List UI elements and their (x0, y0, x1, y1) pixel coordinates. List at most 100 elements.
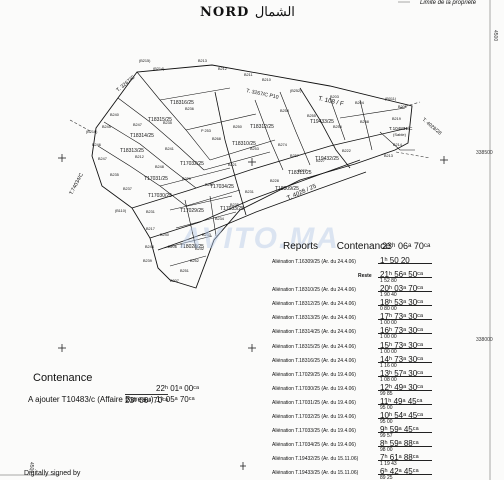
report-row-rule (378, 403, 432, 405)
svg-text:B235: B235 (163, 121, 172, 125)
report-row: Aliénation T.17032/25 (Ar. du 19.4.06)10… (268, 411, 478, 425)
report-row-area: 20ʰ 03ᵃ 70ᶜᵃ (380, 284, 423, 294)
svg-text:T17031/25: T17031/25 (144, 176, 168, 182)
report-row-deduction: 99 85 (380, 390, 393, 397)
svg-text:T. 3267/C: T. 3267/C (115, 75, 136, 94)
boundary-legend: Limite de la propriété (420, 0, 477, 6)
svg-text:(B214): (B214) (153, 67, 165, 71)
svg-text:B210: B210 (262, 78, 271, 82)
svg-text:B239: B239 (143, 259, 152, 263)
svg-text:T17033/25: T17033/25 (220, 206, 244, 212)
report-row-area: 7ʰ 61ᵃ 88ᶜᵃ (380, 453, 419, 463)
report-row-rule (378, 333, 432, 335)
report-row-rule (378, 474, 432, 476)
svg-text:B244: B244 (145, 245, 154, 249)
svg-text:B236: B236 (185, 107, 194, 111)
svg-text:T.74034/C: T.74034/C (68, 172, 85, 196)
report-row-area: 14ʰ 73ᵃ 30ᶜᵃ (380, 354, 423, 364)
report-row-area: 12ʰ 49ᵃ 30ᶜᵃ (380, 382, 423, 392)
report-row-deduction: 99 57 (380, 433, 393, 440)
report-row: Aliénation T.19433/25 (Ar. du 15.11.06)6… (268, 467, 478, 480)
svg-text:B253: B253 (250, 147, 259, 151)
svg-text:B247: B247 (133, 123, 142, 127)
svg-text:(Sable): (Sable) (393, 132, 407, 137)
svg-text:T18028/25: T18028/25 (180, 244, 204, 250)
svg-text:B234: B234 (215, 217, 224, 221)
report-total: 23ʰ 06ᵃ 70ᶜᵃ (382, 241, 431, 251)
svg-text:T18315/25: T18315/25 (148, 117, 172, 123)
svg-text:B255: B255 (307, 114, 316, 118)
report-row-desc: Aliénation T.19433/25 (Ar. du 15.11.06) (272, 470, 359, 477)
svg-text:T18309/25: T18309/25 (275, 186, 299, 192)
contenance-heading: Contenance (336, 241, 391, 252)
svg-text:B213: B213 (384, 154, 393, 158)
report-row-area: 11ʰ 49ᵃ 45ᶜᵃ (380, 396, 423, 406)
report-row: Aliénation T.18312/25 (Ar. du 24.4.06)18… (268, 298, 478, 312)
report-row: Aliénation T.17033/25 (Ar. du 19.4.06)9ʰ… (268, 425, 478, 439)
svg-text:T17032/25: T17032/25 (180, 161, 204, 167)
svg-text:T18312/25: T18312/25 (250, 124, 274, 130)
svg-text:(B215): (B215) (139, 59, 151, 63)
road-lines (131, 87, 409, 251)
report-row: Aliénation T.18315/25 (Ar. du 24.4.06)15… (268, 341, 478, 355)
easting-coord-1: 338500 (476, 150, 493, 156)
svg-text:B217: B217 (146, 227, 155, 231)
report-row-desc: Reste (358, 273, 372, 280)
svg-text:B250: B250 (233, 125, 242, 129)
report-row-desc: Aliénation T.17030/25 (Ar. du 19.4.06) (272, 385, 356, 392)
svg-text:B227: B227 (316, 159, 325, 163)
contenance-line-1-value: 22ʰ 01ᵃ 00ᶜᵃ (156, 384, 199, 393)
report-row-deduction: 1 16 00 (380, 362, 397, 369)
contenance-line-1: 22ʰ 01ᵃ 00ᶜᵃ (28, 384, 238, 395)
svg-text:T19432/25: T19432/25 (315, 156, 339, 162)
svg-text:B201: B201 (398, 105, 407, 109)
report-row-deduction: 1 90 40 (380, 292, 397, 299)
svg-text:B204: B204 (355, 101, 364, 105)
svg-text:B228: B228 (270, 179, 279, 183)
easting-coord-2: 338000 (476, 337, 493, 343)
report-row-desc: Aliénation T.18316/25 (Ar. du 24.4.06) (272, 357, 356, 364)
report-row-deduction: 1 00 00 (380, 334, 397, 341)
report-row-rule (378, 291, 432, 293)
report-row: Aliénation T.16309/25 (Ar. du 24.4.06)1ʰ… (268, 256, 478, 270)
svg-text:T18314/25: T18314/25 (130, 133, 154, 139)
svg-text:B203: B203 (330, 95, 339, 99)
contenance-line-2: A ajouter T10483/c (Affaire Bureau) 1ʰ 0… (28, 395, 238, 406)
report-row-desc: Aliénation T.17032/25 (Ar. du 19.4.06) (272, 414, 356, 421)
svg-text:T17034/25: T17034/25 (210, 184, 234, 190)
report-row-rule (378, 347, 432, 349)
signature-stamp: Digitally signed by (24, 470, 81, 477)
report-row: Aliénation T.17029/25 (Ar. du 19.4.06) 13… (268, 369, 478, 383)
report-row-area: 13ʰ 57ᵃ 30ᶜᵃ (380, 368, 423, 378)
svg-text:B258: B258 (360, 120, 369, 124)
svg-text:B213: B213 (198, 59, 207, 63)
svg-text:B246: B246 (92, 143, 101, 147)
report-row-desc: Aliénation T.17031/25 (Ar. du 19.4.06) (272, 399, 356, 406)
report-row-area: 9ʰ 59ᵃ 45ᶜᵃ (380, 425, 419, 435)
svg-text:T17030/25: T17030/25 (148, 193, 172, 199)
margin-ticks (0, 0, 491, 480)
report-row: Aliénation T.18313/25 (Ar. du 24.4.06)17… (268, 312, 478, 326)
svg-text:B251: B251 (180, 269, 189, 273)
svg-text:B233: B233 (202, 233, 211, 237)
report-row: Aliénation T.17031/25 (Ar. du 19.4.06) 11… (268, 397, 478, 411)
svg-text:T18313/25: T18313/25 (120, 148, 144, 154)
report-row-desc: Aliénation T.18314/25 (Ar. du 24.4.06) (272, 329, 356, 336)
report-row-desc: Aliénation T.18313/25 (Ar. du 24.4.06) (272, 315, 356, 322)
report-row-desc: Aliénation T.17029/25 (Ar. du 19.4.06) (272, 371, 356, 378)
svg-text:B268: B268 (212, 137, 221, 141)
report-row-rule (378, 277, 432, 279)
svg-text:(B011): (B011) (385, 97, 397, 101)
svg-text:B237: B237 (123, 187, 132, 191)
svg-text:B245: B245 (102, 125, 111, 129)
report-row: Aliénation T.18310/25 (Ar. du 24.4.06)20… (268, 284, 478, 298)
svg-text:T18311/25: T18311/25 (288, 170, 312, 176)
report-row: Aliénation T.19432/25 (Ar. du 15.11.06)7… (268, 453, 478, 467)
report-row-deduction: 1 00 00 (380, 348, 397, 355)
svg-text:B240: B240 (110, 113, 119, 117)
report-row-area: 8ʰ 59ᵃ 88ᶜᵃ (380, 439, 419, 449)
report-row: Aliénation T.18314/25 (Ar. du 24.4.06)16… (268, 326, 478, 340)
svg-text:B212: B212 (218, 67, 227, 71)
